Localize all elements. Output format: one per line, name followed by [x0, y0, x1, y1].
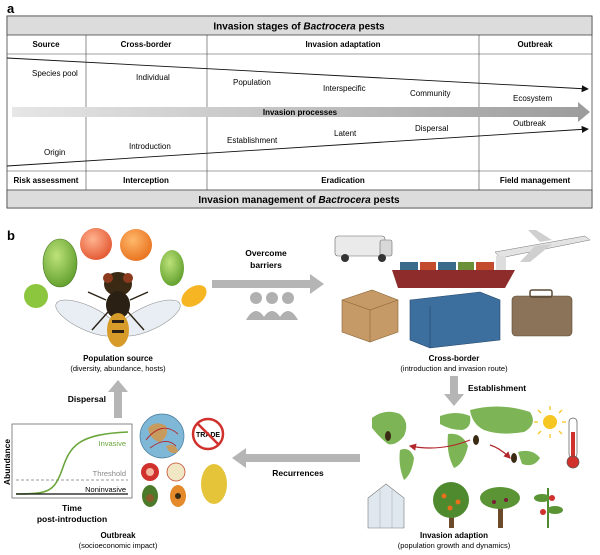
damaged-fruits-icon — [141, 462, 227, 507]
recurrences-arrow — [232, 448, 360, 468]
chart-xlabel-line1: Time — [62, 503, 82, 513]
threshold-label: Threshold — [93, 469, 126, 478]
tomato-plant-icon — [534, 488, 563, 528]
term-ecosystem: Ecosystem — [513, 94, 552, 103]
shipping-container-icon — [409, 291, 501, 349]
apple-icon — [24, 284, 48, 308]
spread-arrow-west — [408, 439, 471, 451]
term-community: Community — [410, 89, 450, 98]
top-banner-title: Invasion stages of Bactrocera pests — [213, 22, 385, 33]
stage-cross-border: Cross-border — [121, 40, 172, 49]
term-introduction: Introduction — [129, 142, 171, 151]
dispersal-arrow — [108, 380, 128, 418]
panel-a-label: a — [7, 1, 15, 16]
term-origin: Origin — [44, 148, 65, 157]
invasion-processes-arrow — [12, 102, 590, 122]
bottom-banner-title: Invasion management of Bactrocera pests — [198, 195, 400, 206]
world-map-icon — [372, 406, 540, 480]
establishment-label: Establishment — [468, 383, 526, 393]
mango-icon — [181, 285, 207, 307]
dispersal-label: Dispersal — [68, 394, 106, 404]
fruit-tree-icon — [433, 482, 469, 528]
invasive-curve — [15, 431, 129, 495]
van-icon — [334, 235, 393, 262]
term-outbreak: Outbreak — [513, 119, 547, 128]
mgmt-interception: Interception — [123, 176, 169, 185]
mgmt-eradication: Eradication — [321, 176, 365, 185]
pear-icon — [160, 250, 184, 286]
term-individual: Individual — [136, 73, 170, 82]
term-species-pool: Species pool — [32, 69, 78, 78]
globe-icon — [139, 413, 185, 459]
mgmt-field-management: Field management — [500, 176, 571, 185]
establishment-arrow — [444, 376, 464, 406]
people-icon — [246, 292, 298, 320]
term-establishment: Establishment — [227, 136, 278, 145]
stage-invasion-adaptation: Invasion adaptation — [305, 40, 380, 49]
panel-b-label: b — [7, 228, 15, 243]
airplane-icon — [494, 230, 591, 262]
abundance-chart: Invasive Threshold Noninvasive Abundance… — [2, 423, 133, 524]
population-source-subtitle: (diversity, abundance, hosts) — [70, 364, 166, 373]
overcome-barriers-arrow — [212, 274, 324, 294]
invasion-adaption-title: Invasion adaption — [420, 531, 488, 540]
cross-border-subtitle: (introduction and invasion route) — [400, 364, 508, 373]
no-trade-sign-icon: TRADE — [191, 417, 225, 451]
cross-border-title: Cross-border — [429, 354, 480, 363]
invasive-label: Invasive — [98, 439, 126, 448]
fly-markers — [385, 431, 517, 463]
invasion-adaption-subtitle: (population growth and dynamics) — [398, 541, 511, 550]
outbreak-title: Outbreak — [100, 531, 136, 540]
invasion-processes-label: Invasion processes — [263, 108, 338, 117]
term-latent: Latent — [334, 129, 357, 138]
spread-arrow-east — [489, 444, 511, 459]
mgmt-risk-assessment: Risk assessment — [14, 176, 79, 185]
cardboard-box-icon — [341, 289, 399, 343]
papaya-icon — [42, 238, 78, 288]
noninvasive-label: Noninvasive — [85, 485, 126, 494]
upper-trend-arrow — [6, 57, 589, 93]
overcome-label-line1: Overcome — [245, 248, 287, 258]
vine-tree-icon — [480, 487, 520, 528]
stage-outbreak: Outbreak — [517, 40, 553, 49]
term-population: Population — [233, 78, 271, 87]
orange-icon — [120, 229, 152, 261]
overcome-label-line2: barriers — [250, 260, 282, 270]
term-dispersal: Dispersal — [415, 124, 449, 133]
peach-icon — [80, 228, 112, 260]
recurrences-label: Recurrences — [272, 468, 324, 478]
stage-source: Source — [32, 40, 60, 49]
bottom-banner — [6, 189, 593, 209]
fruit-cluster — [24, 228, 207, 308]
suitcase-icon — [511, 289, 573, 337]
cargo-ship-icon — [392, 256, 515, 288]
term-interspecific: Interspecific — [323, 84, 366, 93]
population-source-title: Population source — [83, 354, 153, 363]
chart-ylabel: Abundance — [2, 439, 12, 486]
top-banner — [6, 15, 593, 36]
thermometer-icon — [566, 417, 580, 469]
outbreak-subtitle: (socioeconomic impact) — [79, 541, 158, 550]
chart-xlabel-line2: post-introduction — [37, 514, 107, 524]
bactrocera-fly-icon — [55, 272, 181, 347]
lower-trend-arrow — [6, 125, 589, 167]
sun-icon — [534, 406, 566, 438]
greenhouse-icon — [367, 483, 405, 529]
